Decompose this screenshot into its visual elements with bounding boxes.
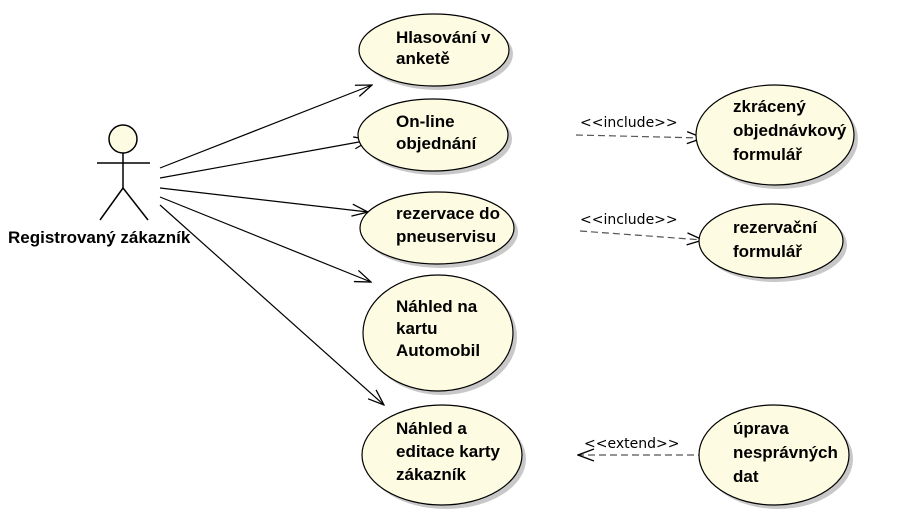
use-case-uprava: úprava nesprávných dat <box>698 404 853 509</box>
assoc-online <box>159 140 370 179</box>
use-case-label: anketě <box>396 49 450 68</box>
actor-figure <box>97 124 150 221</box>
use-case-ellipse <box>698 404 850 506</box>
use-case-label: zákazník <box>396 465 466 484</box>
use-case-label: On-line <box>396 112 455 131</box>
assoc-hlasovani <box>159 85 372 169</box>
use-case-label: rezervační <box>733 218 818 237</box>
use-case-ellipse <box>362 274 514 392</box>
use-case-rezervace: rezervace do pneuservisu <box>359 191 518 268</box>
actor-head <box>108 124 138 154</box>
association-lines <box>159 85 384 405</box>
use-case-label: Automobil <box>396 341 480 360</box>
use-case-ellipse <box>695 84 855 186</box>
use-case-nahled-zak: Náhled a editace karty zákazník <box>361 404 526 509</box>
use-case-label: úprava <box>733 419 789 438</box>
dependency-lines <box>575 135 705 455</box>
extend-label-1: <<extend>> <box>584 436 679 452</box>
use-case-label: editace karty <box>396 442 500 461</box>
use-case-label: formulář <box>733 242 802 261</box>
include-line-2 <box>579 230 703 240</box>
use-case-label: Hlasování v <box>396 28 491 47</box>
use-case-label: objednání <box>396 134 478 153</box>
use-case-ellipse <box>698 203 844 279</box>
use-case-label: Náhled a <box>396 419 467 438</box>
use-case-label: kartu <box>396 319 438 338</box>
use-case-ellipse <box>358 13 510 87</box>
assoc-nahled-zak <box>159 204 384 405</box>
use-case-ellipse <box>361 404 523 506</box>
include-label-1: <<include>> <box>580 115 678 131</box>
use-case-label: rezervace do <box>396 204 500 223</box>
use-case-label: zkrácený <box>733 97 806 116</box>
use-case-label: pneuservisu <box>396 227 496 246</box>
use-case-hlasovani: Hlasování v anketě <box>358 13 513 90</box>
use-case-label: objednávkový <box>733 121 847 140</box>
include-label-2: <<include>> <box>580 212 678 228</box>
use-case-label: formulář <box>733 145 802 164</box>
use-case-label: Náhled na <box>396 297 478 316</box>
actor-name: Registrovaný zákazník <box>8 228 191 247</box>
use-case-ellipse <box>357 98 509 172</box>
assoc-nahled-auto <box>159 196 371 282</box>
use-case-label: nesprávných <box>733 443 838 462</box>
include-line-1 <box>575 135 703 138</box>
use-case-rez-formular: rezervační formulář <box>698 203 847 282</box>
assoc-rezervace <box>159 187 368 212</box>
use-case-ellipse <box>359 191 515 265</box>
use-case-label: dat <box>733 467 759 486</box>
use-case-zkraceny: zkrácený objednávkový formulář <box>695 84 858 189</box>
use-case-online: On-line objednání <box>357 98 512 175</box>
